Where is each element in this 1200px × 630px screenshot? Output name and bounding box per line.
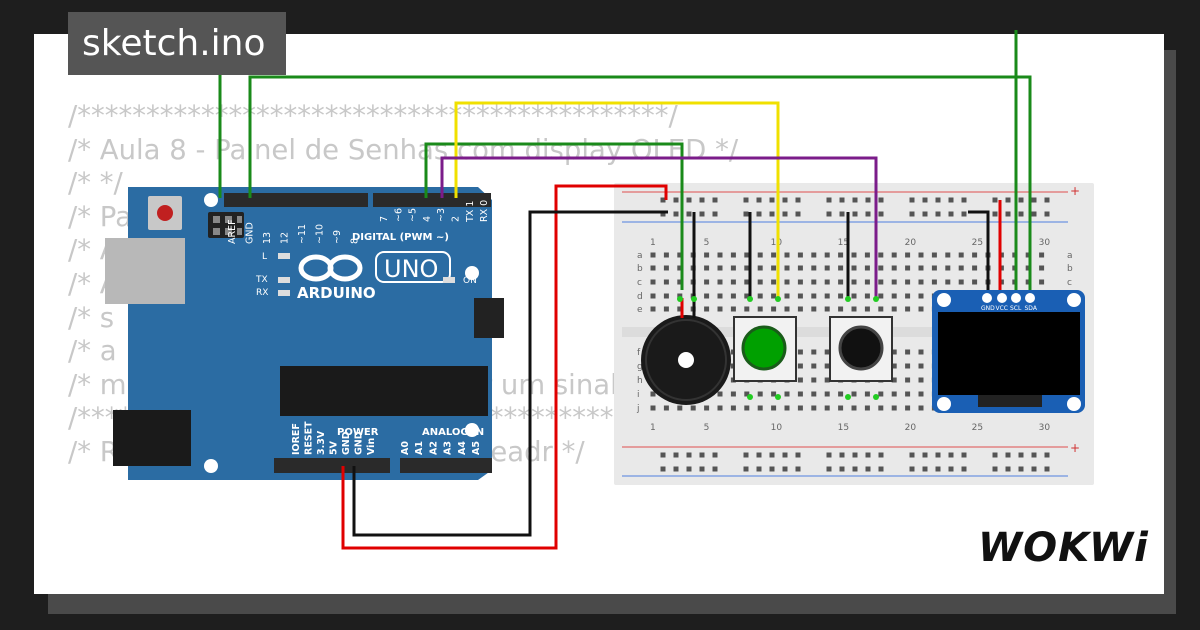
column-number: 30 — [1039, 238, 1051, 248]
row-letter: g — [637, 362, 643, 372]
arduino-top-pin-label: ~5 — [408, 208, 419, 222]
row-letter: d — [637, 292, 643, 302]
arduino-top-pin-label: TX 1 — [465, 201, 476, 223]
arduino-top-pin-label: 13 — [262, 232, 273, 244]
arduino-top-pin-label: GND — [245, 222, 256, 244]
arduino-top-pin-label: 12 — [280, 232, 291, 244]
column-number: 1 — [650, 238, 656, 248]
arduino-top-pin-label: ~10 — [315, 224, 326, 244]
arduino-model: UNO — [384, 255, 438, 283]
column-number: 15 — [838, 238, 849, 248]
column-number: 20 — [905, 423, 917, 433]
column-number: 20 — [905, 238, 917, 248]
wires — [218, 12, 1032, 550]
arduino-bottom-pin-label: IOREF — [291, 423, 302, 455]
on-label: ON — [463, 276, 477, 286]
arduino-bottom-pin-label: A1 — [414, 441, 425, 455]
arduino-brand: ARDUINO — [297, 284, 376, 302]
row-letter: b — [1067, 264, 1073, 274]
digital-label: DIGITAL (PWM ~) — [352, 232, 449, 243]
row-letter: j — [636, 404, 640, 414]
tab-sketch-ino[interactable]: sketch.ino — [68, 12, 286, 75]
arduino-bottom-pin-label: A0 — [400, 441, 411, 455]
arduino-top-pin-label: ~6 — [393, 208, 404, 222]
arduino-bottom-pin-label: RESET — [304, 421, 315, 455]
row-letter: a — [1067, 251, 1073, 261]
power-jack-icon — [113, 410, 191, 466]
arduino-bottom-pin-label: A4 — [457, 441, 468, 455]
arduino-top-pin-label: 4 — [422, 216, 433, 222]
code-line: /***************************************… — [68, 100, 678, 132]
arduino-top-pin-label: ~9 — [332, 230, 343, 244]
arduino-bottom-pin-label: Vin — [366, 438, 377, 455]
column-number: 5 — [704, 238, 710, 248]
row-letter: c — [637, 278, 642, 288]
row-letter: a — [637, 251, 643, 261]
arduino-top-pin-label: 7 — [379, 216, 390, 222]
row-letter: i — [637, 390, 640, 400]
arduino-bottom-pin-label: GND — [354, 431, 365, 455]
arduino-bottom-pin-label: A3 — [443, 441, 454, 455]
power-label: POWER — [337, 427, 379, 438]
arduino-bottom-pin-label: A5 — [471, 441, 482, 455]
column-number: 15 — [838, 423, 849, 433]
led-l-label: L — [262, 252, 267, 262]
row-letter: h — [637, 376, 643, 386]
column-number: 10 — [771, 423, 783, 433]
arduino-top-pin-label: 2 — [451, 216, 462, 222]
column-number: 25 — [972, 423, 983, 433]
plus-label-bottom: + — [1070, 441, 1080, 455]
analog-label: ANALOG IN — [422, 427, 484, 438]
plus-label: + — [1070, 184, 1080, 198]
wokwi-logo: WOKWi — [978, 525, 1149, 571]
led-rx-label: RX — [256, 288, 268, 298]
code-line: /* */ — [68, 167, 123, 200]
pushbutton-black-icon[interactable] — [829, 316, 893, 382]
arduino-bottom-pin-label: 5V — [329, 440, 340, 455]
column-number: 10 — [771, 238, 783, 248]
arduino-top-pin-label: ~11 — [297, 224, 308, 244]
oled-pin-label: SDA — [1025, 305, 1038, 312]
arduino-top-pin-label: ~3 — [436, 208, 447, 222]
row-letter: b — [637, 264, 643, 274]
arduino-bottom-pin-label: A2 — [428, 441, 439, 455]
oled-pin-label: GND — [981, 305, 995, 312]
arduino-top-pin-label: RX 0 — [479, 200, 490, 222]
column-number: 25 — [972, 238, 983, 248]
arduino-bottom-pin-label: GND — [341, 431, 352, 455]
oled-pin-label: SCL — [1010, 305, 1022, 312]
led-tx-label: TX — [255, 275, 268, 285]
row-letter: f — [637, 348, 641, 358]
buzzer-icon[interactable] — [641, 315, 731, 405]
column-number: 1 — [650, 423, 656, 433]
pushbutton-green-icon[interactable] — [733, 316, 797, 382]
arduino-infinity-logo-icon — [298, 254, 363, 282]
oled-pin-label: VCC — [996, 305, 1008, 312]
code-line: /* Aula 8 - Painel de Senhas com display… — [68, 133, 739, 166]
usb-port-icon — [105, 238, 185, 304]
row-letter: e — [637, 305, 643, 315]
column-number: 5 — [704, 423, 710, 433]
row-letter: c — [1067, 278, 1072, 288]
arduino-top-pin-label: 8 — [350, 238, 361, 244]
arduino-top-pin-label: AREF — [227, 219, 238, 244]
column-number: 30 — [1039, 423, 1051, 433]
arduino-bottom-pin-label: 3.3V — [316, 430, 327, 455]
